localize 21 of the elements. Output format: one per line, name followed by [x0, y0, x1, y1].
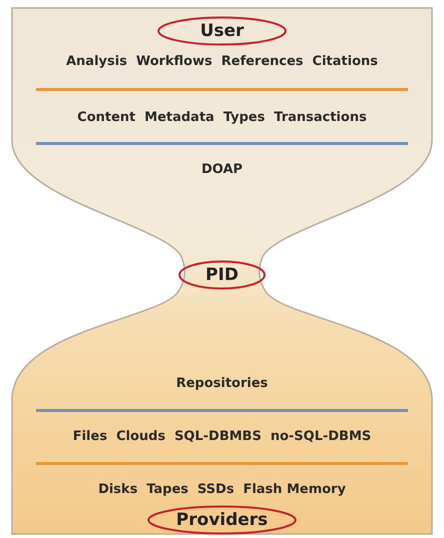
- layer-item: Content: [77, 109, 136, 127]
- layer-item: no-SQL-DBMS: [270, 428, 372, 446]
- layer-item: Transactions: [274, 109, 367, 127]
- layer-item: SQL-DBMBS: [174, 428, 262, 446]
- layer-title: PID: [206, 265, 238, 285]
- layer-title: Providers: [176, 510, 268, 530]
- layer-item: Disks: [98, 481, 138, 499]
- layer-item: Clouds: [116, 428, 166, 446]
- layer-item: SSDs: [197, 481, 234, 499]
- layer-item: Analysis: [66, 53, 128, 71]
- layer-item: Flash Memory: [243, 481, 346, 499]
- layer-item: Metadata: [144, 109, 214, 127]
- layer-item: Tapes: [146, 481, 188, 499]
- layer-item: Repositories: [176, 375, 268, 393]
- layer-item: Citations: [312, 53, 378, 71]
- layer-item: Workflows: [136, 53, 212, 71]
- layer-title: User: [200, 21, 244, 41]
- layer-item: References: [221, 53, 304, 71]
- layer-item: Files: [72, 428, 108, 446]
- layer-item: Types: [223, 109, 265, 127]
- layer-item: DOAP: [201, 161, 243, 179]
